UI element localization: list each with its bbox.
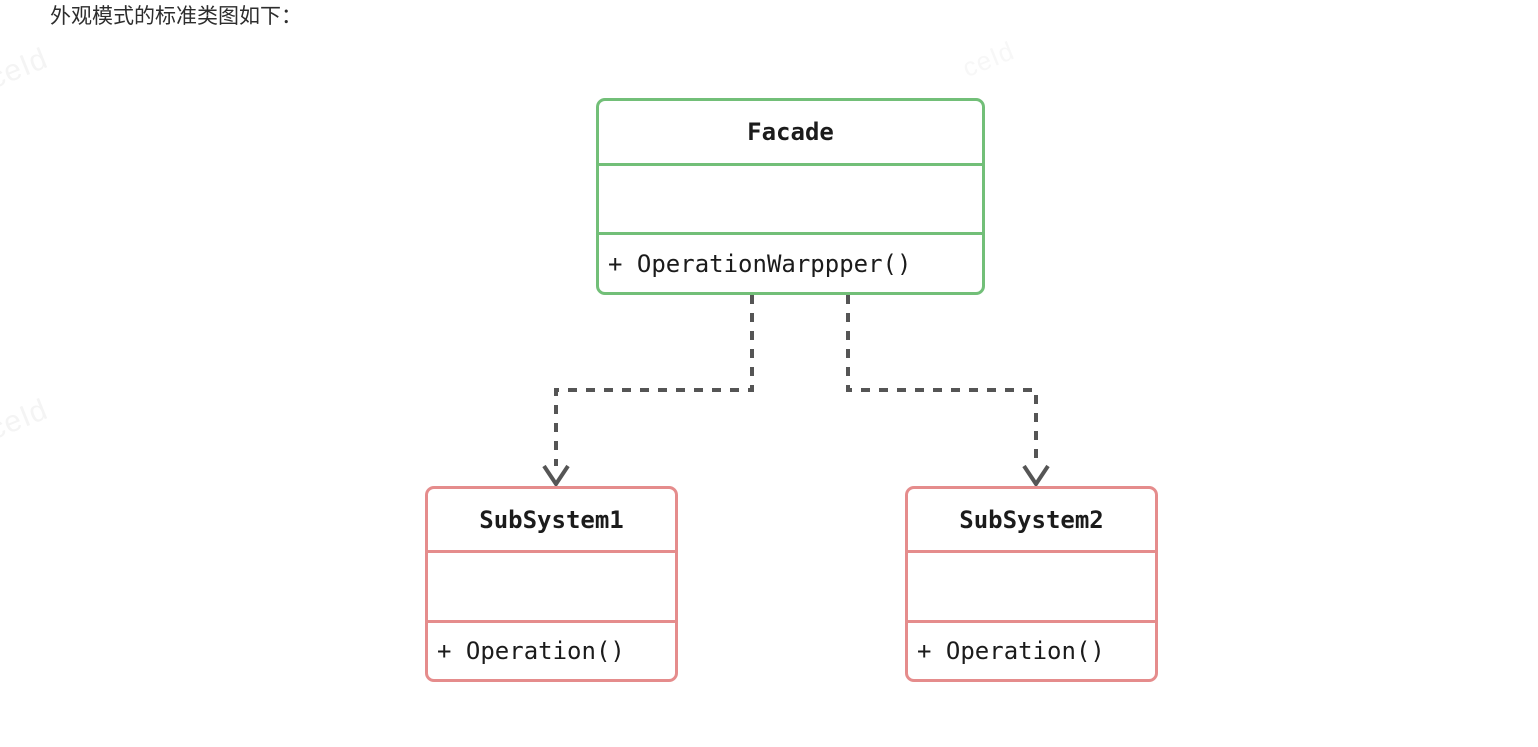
uml-class-facade[interactable]: Facade + OperationWarppper() — [596, 98, 985, 295]
uml-attributes-section — [908, 550, 1155, 620]
page-heading: 外观模式的标准类图如下： — [50, 5, 302, 28]
uml-attributes-section — [599, 163, 982, 232]
uml-methods-section: + Operation() — [908, 620, 1155, 679]
uml-method: + Operation() — [437, 637, 625, 665]
uml-methods-section: + OperationWarppper() — [599, 232, 982, 292]
uml-methods-section: + Operation() — [428, 620, 675, 679]
uml-attributes-section — [428, 550, 675, 620]
uml-class-subsystem2[interactable]: SubSystem2 + Operation() — [905, 486, 1158, 682]
uml-method: + OperationWarppper() — [608, 249, 912, 278]
edge-facade-subsystem2 — [846, 295, 1050, 488]
uml-class-name: SubSystem1 — [479, 505, 624, 534]
edge-facade-subsystem1 — [542, 295, 754, 488]
uml-method: + Operation() — [917, 637, 1105, 665]
uml-class-subsystem1[interactable]: SubSystem1 + Operation() — [425, 486, 678, 682]
uml-class-name: SubSystem2 — [959, 505, 1104, 534]
uml-class-name: Facade — [747, 118, 834, 146]
